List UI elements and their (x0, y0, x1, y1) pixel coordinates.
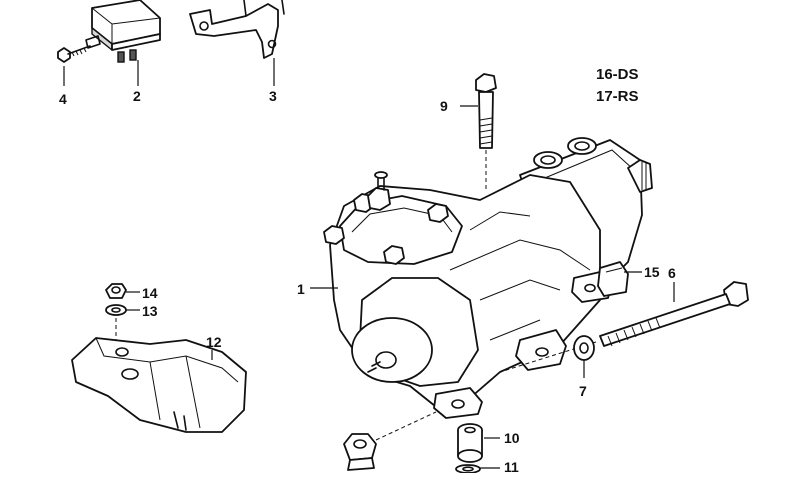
callout-1: 1 (297, 281, 305, 297)
part-bolt-6 (499, 281, 749, 373)
callout-14: 14 (142, 285, 158, 301)
callout-9: 9 (440, 98, 448, 114)
callout-2: 2 (133, 88, 141, 104)
callout-10: 10 (504, 430, 520, 446)
part-screw (57, 45, 91, 63)
legend-line-2: 17-RS (596, 88, 639, 105)
callout-11: 11 (504, 459, 519, 473)
part-15 (597, 261, 629, 297)
part-bracket (189, 0, 285, 59)
part-flange-nut (343, 433, 377, 471)
callout-3: 3 (269, 88, 277, 104)
callout-12: 12 (206, 334, 222, 350)
callout-4: 4 (59, 91, 67, 107)
callout-7: 7 (579, 383, 587, 399)
part-nut-14 (105, 283, 127, 299)
cover-bolts (323, 193, 449, 265)
part-relay-box (85, 0, 161, 63)
callout-15: 15 (644, 264, 660, 280)
legend-line-1: 16-DS (596, 66, 639, 83)
part-steering-gearbox (323, 137, 653, 419)
part-washer-7 (573, 335, 595, 361)
part-bolt-9 (475, 73, 497, 190)
part-washer-13 (105, 304, 127, 316)
callout-13: 13 (142, 303, 158, 319)
part-sleeve-10 (457, 423, 483, 463)
part-washer-11 (455, 464, 481, 474)
part-cover-12 (71, 337, 247, 433)
callout-6: 6 (668, 265, 676, 281)
